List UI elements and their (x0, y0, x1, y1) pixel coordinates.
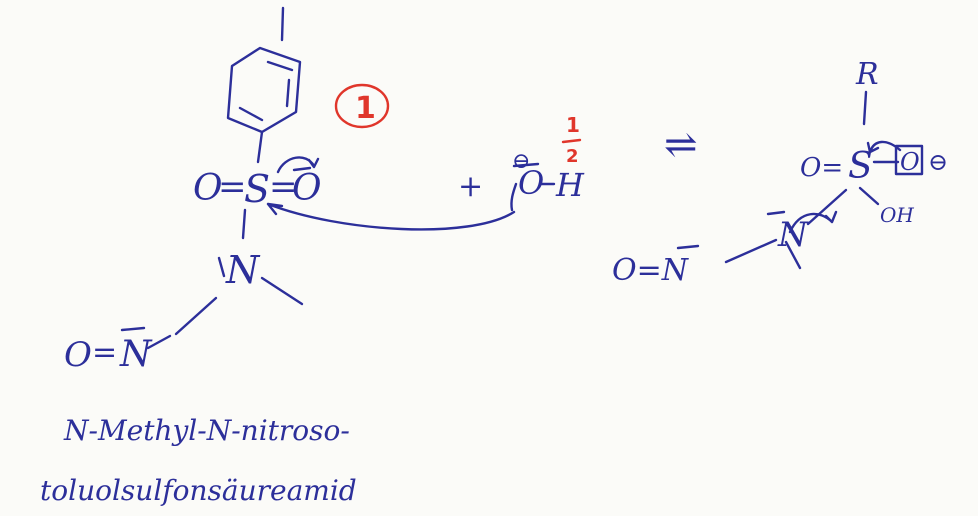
intermediate-sulfur: S (848, 146, 873, 187)
toluene-ring (226, 6, 302, 164)
oxygen-lone-pair-top (512, 162, 540, 168)
fraction-denominator: 2 (566, 146, 579, 167)
benzene-inner-bond-2 (238, 106, 264, 122)
r-group: R (855, 57, 879, 92)
hydroxide-hydrogen: H (555, 166, 585, 204)
benzene-inner-bond-3 (285, 78, 291, 108)
nitroso-n-bond (146, 334, 172, 350)
compound-name-line-1: N-Methyl-N-nitroso- (63, 414, 350, 447)
sulfonyl-group: O = S = O (193, 156, 322, 211)
nitroso-n-bar-right (676, 244, 700, 250)
hydroxide-charge: ⊖ (512, 149, 530, 174)
oxide-charge: ⊖ (928, 148, 948, 176)
nitrogen-electron-arrow (788, 210, 838, 234)
n-to-nitroso-bond (174, 296, 218, 336)
oxo-oxygen: O= (800, 153, 843, 183)
s-to-n-bond (806, 188, 848, 226)
oxygen-lone-pair-bar (292, 166, 312, 172)
hydroxide-oxygen: O (518, 164, 544, 202)
amide-nitrogen: N (174, 248, 304, 336)
curved-electron-arrow-oxygen (276, 156, 320, 174)
intermediate-nitrogen: N (777, 215, 809, 255)
nucleophilic-attack-arrow (266, 202, 516, 231)
fraction-numerator: 1 (566, 113, 580, 137)
double-bond-left: = (218, 167, 247, 207)
n-methyl-bond-right (784, 240, 802, 270)
methyl-bond (280, 6, 285, 42)
nitrogen-lone-pair (217, 256, 226, 278)
benzene-inner-bond-1 (266, 60, 294, 72)
nitroso-n-bar (120, 326, 146, 332)
sulfur-atom: S (244, 167, 270, 211)
step-marker: 1 (334, 83, 390, 129)
compound-name-line-2: toluolsulfonsäureamid (40, 474, 357, 507)
oxygen-right: O (292, 168, 322, 209)
nitrogen-atom: N (225, 248, 261, 292)
n-methyl-bond (260, 276, 304, 306)
r-to-s-bond (862, 90, 868, 126)
hydroxide-reagent: + ⊖ O H 1 2 (458, 113, 585, 212)
step-number: 1 (355, 91, 376, 126)
nitroso-nitrogen: N (119, 334, 153, 375)
nitroso-oxygen: O (64, 335, 92, 375)
double-bond-right: = (269, 167, 298, 207)
nitroso-group: O = N (64, 326, 172, 375)
curved-arrow-oxide (866, 140, 902, 154)
sulfur-to-nitrogen-bond (241, 208, 247, 240)
s-to-oh-bond (858, 186, 880, 206)
nitroso-double-bond: = (92, 335, 117, 370)
ring-to-sulfur-bond (256, 130, 264, 164)
equilibrium-arrow: ⇌ (664, 122, 698, 168)
oxygen-left: O (193, 168, 223, 209)
nitrogen-top-lone-pair (766, 210, 786, 216)
fraction-bar (561, 138, 582, 144)
tetrahedral-intermediate: R O= S O ⊖ OH N O=N (612, 57, 948, 288)
hydroxyl-group: OH (880, 203, 914, 227)
oxide-box (894, 144, 924, 176)
oxygen-lone-pair-left (510, 182, 518, 212)
n-to-nitroso-bond-right (724, 238, 778, 264)
plus-sign: + (458, 169, 483, 204)
oxide-oxygen: O (900, 148, 920, 176)
nitroso-group-right: O=N (612, 253, 690, 288)
